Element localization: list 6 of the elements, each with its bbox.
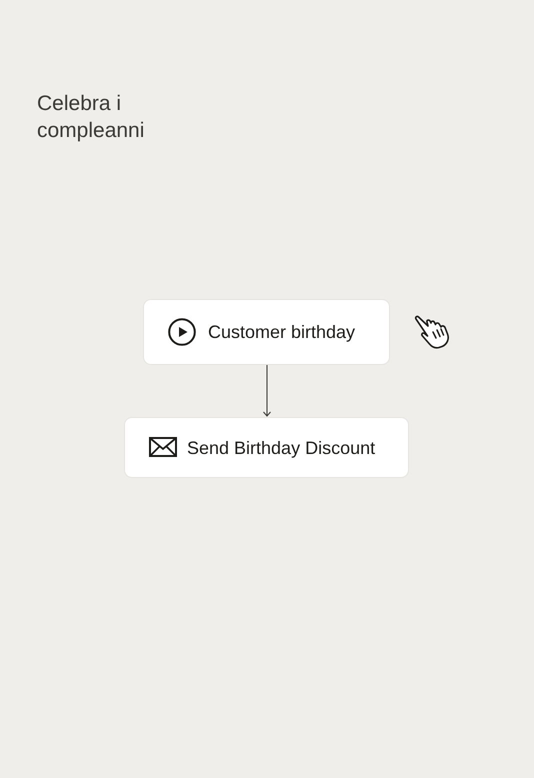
- step-box: [125, 418, 408, 477]
- step-label: Send Birthday Discount: [187, 436, 376, 458]
- heading: Celebra i compleanni: [37, 91, 146, 144]
- step-label: Customer birthday: [208, 321, 356, 343]
- step-box: [144, 300, 389, 364]
- arrow: [263, 364, 271, 416]
